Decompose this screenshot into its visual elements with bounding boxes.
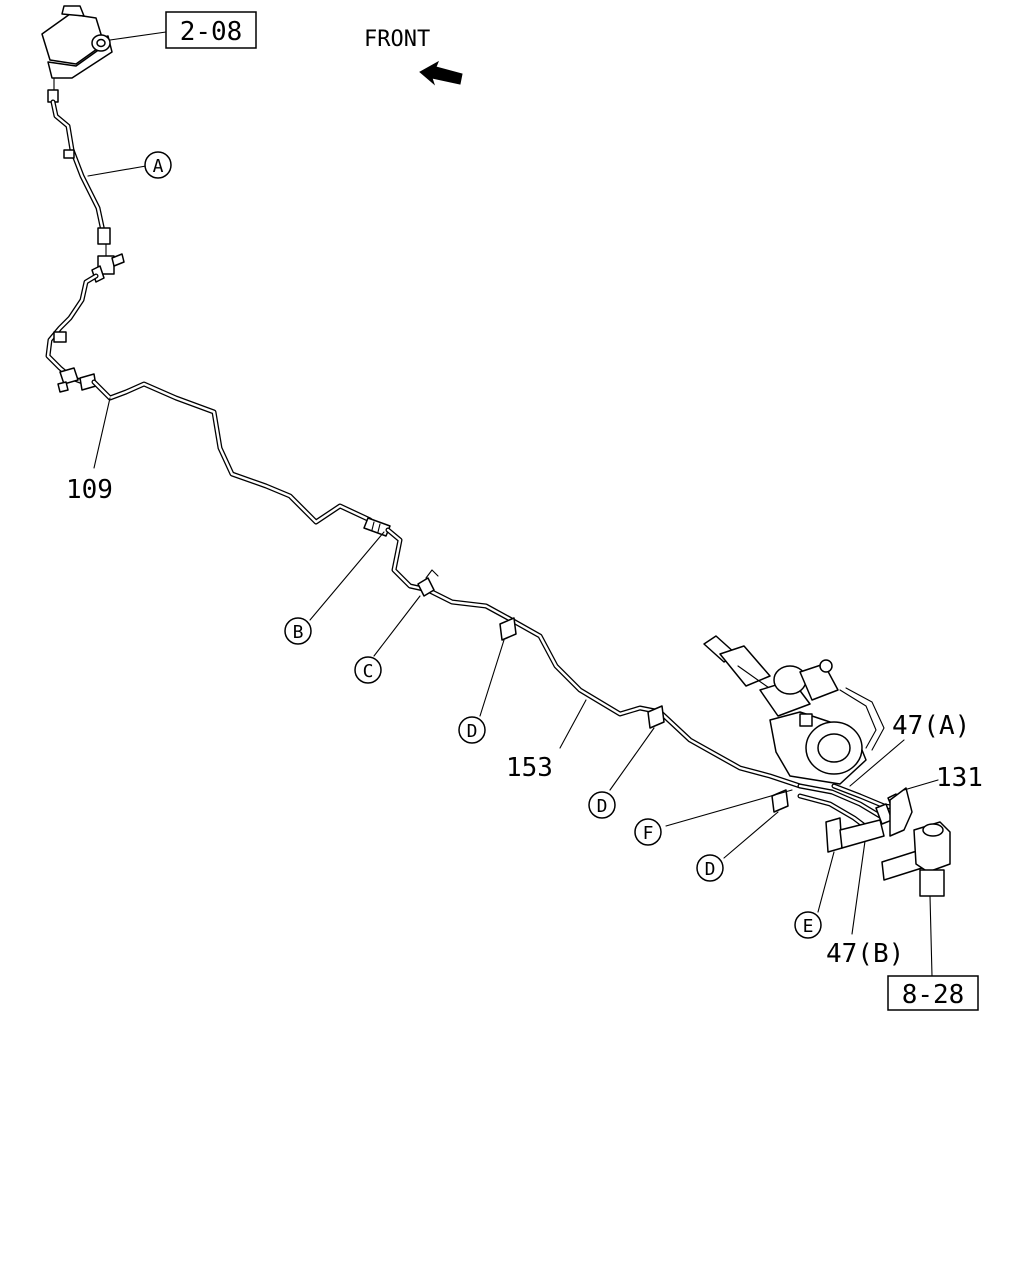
callout-f: F: [634, 818, 662, 846]
pipe-153: [385, 527, 803, 789]
svg-text:C: C: [363, 661, 374, 682]
callout-d-2: D: [588, 791, 616, 819]
label-47b: 47(B): [826, 939, 904, 969]
callout-e: E: [794, 911, 822, 939]
label-131: 131: [936, 763, 983, 793]
callout-d-1: D: [458, 716, 486, 744]
svg-text:D: D: [597, 796, 608, 817]
svg-text:E: E: [803, 916, 814, 937]
valve-assembly: [881, 821, 951, 977]
upper-hose: [50, 99, 147, 245]
svg-text:B: B: [293, 622, 304, 643]
callout-d-3: D: [696, 854, 724, 882]
clip-d-3: [723, 789, 789, 859]
svg-text:F: F: [643, 823, 654, 844]
callout-c: C: [354, 656, 382, 684]
clutch-booster: [703, 635, 885, 785]
clip-d-2: [609, 705, 665, 791]
ref-upper-label: 2-08: [180, 17, 243, 47]
svg-text:D: D: [467, 721, 478, 742]
callout-a: A: [144, 151, 172, 179]
bracket-131: [889, 779, 939, 837]
master-cylinder: [41, 5, 167, 103]
label-109: 109: [66, 475, 113, 505]
front-marker: FRONT: [364, 27, 463, 86]
callout-b: B: [284, 617, 312, 645]
label-153: 153: [506, 753, 553, 783]
clip-c: [373, 569, 439, 657]
bracket-e: [817, 817, 885, 913]
front-label: FRONT: [364, 27, 430, 52]
svg-text:D: D: [705, 859, 716, 880]
connector-b: [309, 517, 391, 621]
pipe-109: [45, 273, 373, 525]
label-47a: 47(A): [892, 711, 970, 741]
ref-box-lower: 8-28: [887, 975, 979, 1011]
clip-d-1: [479, 617, 517, 717]
ref-lower-label: 8-28: [902, 980, 965, 1010]
ref-box-upper: 2-08: [165, 11, 257, 49]
svg-text:A: A: [153, 156, 164, 177]
front-arrow-icon: [419, 60, 463, 86]
